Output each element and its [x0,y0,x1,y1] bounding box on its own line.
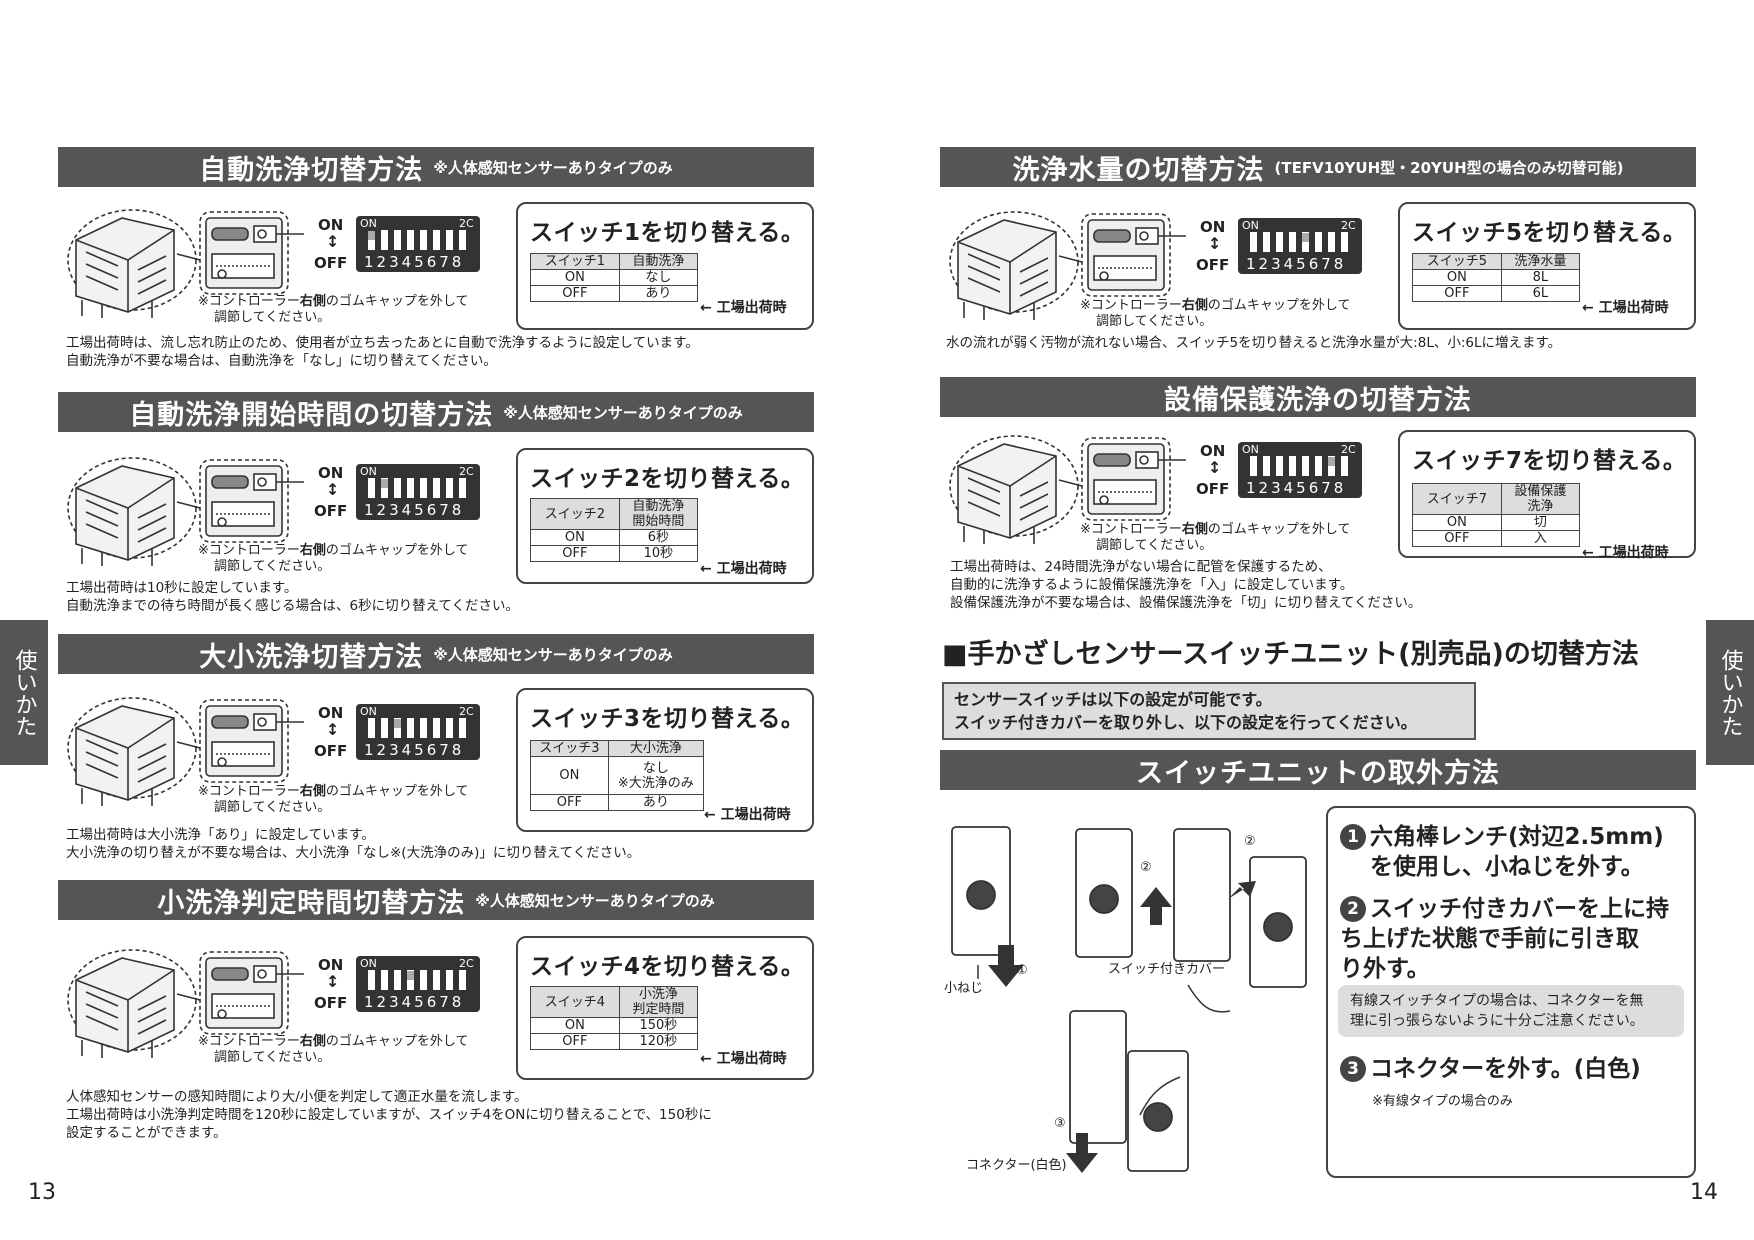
page-number-right: 14 [1690,1180,1718,1205]
section-note: ※人体感知センサーありタイプのみ [503,403,743,422]
dip-switch-icon [1238,442,1362,498]
dip-model: 2C [459,217,474,230]
description: 工場出荷時は、流し忘れ防止のため、使用者が立ち去ったあとに自動で洗浄するように設… [66,335,699,369]
hand-sensor-section-title: ■手かざしセンサースイッチユニット(別売品)の切替方法 [942,639,1639,670]
step-number-3: 3 [1340,1056,1366,1082]
dip-switch-icon [356,704,480,760]
dip-switch-icon [356,216,480,272]
step-number-1: 1 [1340,824,1366,850]
dip-switch-panel: ON ↕ OFF ON 2C 12345678 [314,214,494,274]
section-banner-dual-flush: 大小洗浄切替方法 ※人体感知センサーありタイプのみ [58,634,814,674]
section-note: ※人体感知センサーありタイプのみ [433,158,673,177]
section-banner-auto-flush-time: 自動洗浄開始時間の切替方法 ※人体感知センサーありタイプのみ [58,392,814,432]
step-3-note: ※有線タイプの場合のみ [1372,1094,1513,1109]
section-banner-unit-removal: スイッチユニットの取外方法 [940,750,1696,790]
dip-switch-panel: ON ↕ OFF ON 2C 12345678 [314,702,494,762]
factory-default-mark: ← 工場出荷時 [700,561,787,577]
arrow-updown-icon: ↕ [1208,234,1222,253]
caption: ※コントローラー右側のゴムキャップを外して調節してください。 [1080,522,1351,553]
description: 水の流れが弱く汚物が流れない場合、スイッチ5を切り替えると洗浄水量が大:8L、小… [946,335,1562,351]
unit-removal-illustration [951,826,1307,1173]
factory-default-mark: ← 工場出荷時 [704,807,791,823]
label-screw: 小ねじ [944,981,984,996]
label-connector: コネクター(白色) [966,1158,1067,1173]
step-2-note: 有線スイッチタイプの場合は、コネクターを無理に引っ張らないように十分ご注意くださ… [1338,985,1684,1037]
caption: ※コントローラー右側のゴムキャップを外して調節してください。 [1080,298,1351,329]
dip-off-label: OFF [314,254,348,272]
label-step-2-circle: ② [1140,860,1152,875]
caption: ※コントローラー右側のゴムキャップを外して調節してください。 [198,784,469,815]
description: 工場出荷時は10秒に設定しています。自動洗浄までの待ち時間が長く感じる場合は、6… [66,580,520,614]
step-number-2: 2 [1340,896,1366,922]
dip-switch-panel: ON ↕ OFF ON 2C 12345678 [1196,440,1376,500]
arrow-updown-icon: ↕ [1208,458,1222,477]
dip-on-small: ON [360,217,377,230]
dip-digits: 12345678 [364,253,465,271]
caption: ※コントローラー右側のゴムキャップを外して調節してください。 [198,1034,469,1065]
description: 工場出荷時は、24時間洗浄がない場合に配管を保護するため、自動的に洗浄するように… [950,559,1422,611]
arrow-updown-icon: ↕ [326,972,340,991]
side-tab-left: 使いかた [0,620,48,765]
label-step-1-circle: ① [1016,963,1028,978]
section-banner-equipment-protection: 設備保護洗浄の切替方法 [940,377,1696,417]
label-switch-cover: スイッチ付きカバー [1108,962,1226,977]
section-banner-auto-flush: 自動洗浄切替方法 ※人体感知センサーありタイプのみ [58,147,814,187]
page-number-left: 13 [28,1180,56,1205]
dip-switch-icon [356,956,480,1012]
factory-default-mark: ← 工場出荷時 [700,1051,787,1067]
section-title: 自動洗浄切替方法 [199,154,424,186]
section-banner-water-volume: 洗浄水量の切替方法 (TEFV10YUH型・20YUH型の場合のみ切替可能) [940,147,1696,187]
dip-switch-icon [356,464,480,520]
dip-switch-icon [1238,218,1362,274]
dip-switch-panel: ON ↕ OFF ON 2C 12345678 [314,954,494,1014]
description: 工場出荷時は大小洗浄「あり」に設定しています。大小洗浄の切り替えが不要な場合は、… [66,827,641,861]
arrow-updown-icon: ↕ [326,232,340,251]
switch-heading: スイッチ1を切り替える。 [530,220,805,246]
arrow-updown-icon: ↕ [326,480,340,499]
arrow-updown-icon: ↕ [326,720,340,739]
dip-switch-panel: ON ↕ OFF ON 2C 12345678 [1196,216,1376,276]
factory-default-mark: ← 工場出荷時 [1582,545,1669,561]
dip-on-label: ON [318,216,344,234]
label-step-2b-circle: ② [1244,834,1256,849]
section-title: 自動洗浄開始時間の切替方法 [129,399,494,431]
side-tab-right: 使いかた [1706,620,1754,765]
caption: ※コントローラー右側のゴムキャップを外して調節してください。 [198,543,469,574]
factory-default-mark: ← 工場出荷時 [1582,300,1669,316]
description: 人体感知センサーの感知時間により大/小便を判定して適正水量を流します。工場出荷時… [66,1089,712,1141]
caption: ※コントローラー右側のゴムキャップを外して調節してください。 [198,294,469,325]
dip-switch-panel: ON ↕ OFF ON 2C 12345678 [314,462,494,522]
section-banner-small-flush-time: 小洗浄判定時間切替方法 ※人体感知センサーありタイプのみ [58,880,814,920]
label-step-3-circle: ③ [1054,1116,1066,1131]
hand-sensor-note: センサースイッチは以下の設定が可能です。スイッチ付きカバーを取り外し、以下の設定… [942,682,1476,740]
factory-default-mark: ← 工場出荷時 [700,300,787,316]
